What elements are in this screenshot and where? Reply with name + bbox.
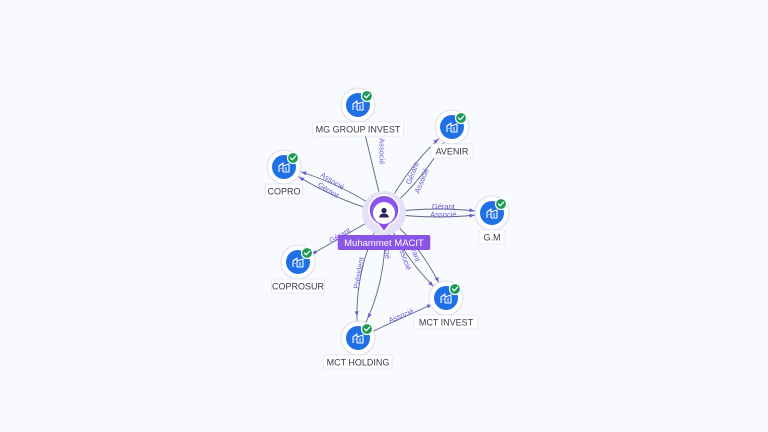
building-icon [278,162,290,173]
relation-label: Président [352,256,367,290]
company-label-box [312,121,404,137]
company-label: MG GROUP INVEST [316,125,401,135]
building-icon [292,257,304,268]
company-label-box [413,314,479,330]
company-node-coprosur[interactable]: COPROSUR [270,244,326,294]
building-icon [352,333,364,344]
company-label-box [478,229,506,245]
building-icon [486,208,498,219]
verified-check-icon [300,246,314,260]
person-icon [379,207,389,218]
verified-check-icon [360,322,374,336]
arrow-icon [301,171,307,176]
building-icon [446,122,458,133]
node-layer: MG GROUP INVEST AVENIR COPRO G.M COPROSUR MCT… [265,87,510,370]
company-node-mg-group-invest[interactable]: MG GROUP INVEST [312,87,404,137]
arrow-icon [469,213,475,218]
verified-check-icon [448,282,462,296]
relation-label: Associé [430,210,456,219]
company-label: MCT HOLDING [327,358,390,368]
relation-label: Associé [377,138,386,164]
building-icon [352,100,364,111]
company-label-box [322,354,394,370]
verified-check-icon [454,111,468,125]
arrow-icon [354,311,359,317]
verified-check-icon [360,89,374,103]
person-node[interactable]: Muhammet MACIT [337,191,431,250]
person-name: Muhammet MACIT [344,238,424,249]
company-node-avenir[interactable]: AVENIR [430,109,474,159]
company-label: COPRO [267,187,300,197]
arrow-icon [299,176,305,182]
arrow-icon [434,277,439,283]
company-label: MCT INVEST [419,318,474,328]
building-icon [440,293,452,304]
company-node-gm[interactable]: G.M [474,195,510,245]
arrow-icon [469,208,475,213]
verified-check-icon [286,151,300,165]
company-label: AVENIR [436,147,469,157]
company-label-box [265,183,303,199]
person-label-box [337,235,431,250]
relation-label: Associé [387,307,415,325]
company-label: G.M [484,233,501,243]
company-node-mct-invest[interactable]: MCT INVEST [413,280,479,330]
arrow-icon [433,139,439,144]
company-label-box [270,278,326,294]
company-node-copro[interactable]: COPRO [265,149,303,199]
company-label: COPROSUR [272,282,325,292]
relation-label: Gérant [432,202,456,211]
arrow-icon [428,281,434,287]
company-node-mct-holding[interactable]: MCT HOLDING [322,320,394,370]
arrow-icon [367,313,372,319]
verified-check-icon [494,197,508,211]
company-label-box [430,143,474,159]
